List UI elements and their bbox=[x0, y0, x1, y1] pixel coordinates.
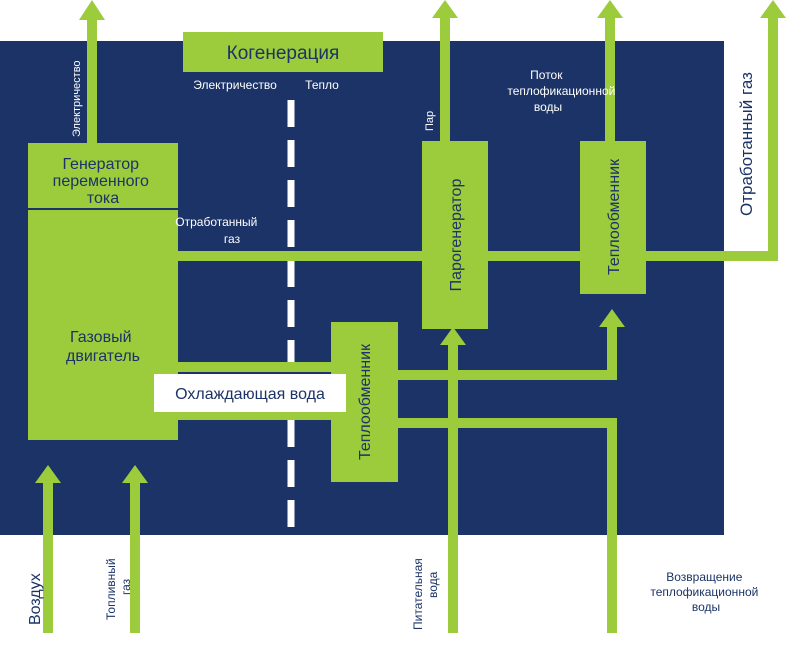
cooling-water-label: Охлаждающая вода bbox=[175, 386, 325, 403]
heat-exchanger-top-label: Теплообменник bbox=[606, 158, 623, 275]
generator-label-line-2: переменного bbox=[53, 173, 149, 190]
return-water-v bbox=[607, 418, 617, 633]
electricity-arrow bbox=[79, 0, 105, 20]
electricity-side-label: Электричество bbox=[193, 78, 277, 92]
district-water-flow-label: Поток теплофикационной воды bbox=[507, 68, 618, 114]
cogeneration-box bbox=[183, 32, 383, 72]
district-water-flow-line-1: Поток bbox=[530, 68, 563, 82]
fuel-gas-label-line-1: Топливный bbox=[104, 558, 118, 620]
steam-pipe bbox=[440, 18, 450, 143]
exhaust-gas-out-label: Отработанный газ bbox=[737, 72, 756, 216]
generator-label-line-1: Генератор bbox=[62, 156, 139, 173]
air-arrow bbox=[35, 465, 61, 483]
generator-block bbox=[28, 143, 178, 208]
heat-exchanger-top-block bbox=[580, 141, 646, 294]
fuel-gas-pipe bbox=[130, 483, 140, 633]
cooling-loop-upper-v bbox=[607, 327, 617, 380]
fuel-gas-label-line-2: газ bbox=[119, 578, 133, 595]
return-water-line-1: Возвращение bbox=[666, 570, 743, 584]
heat-exchanger-bottom-label: Теплообменник bbox=[357, 343, 374, 460]
return-water-line-3: воды bbox=[692, 600, 720, 614]
engine-label-line-1: Газовый bbox=[70, 329, 131, 346]
feed-water-arrow bbox=[440, 327, 466, 345]
exhaust-gas-label-line-1: Отработанный bbox=[175, 215, 257, 229]
engine-block bbox=[28, 210, 178, 440]
district-water-flow-line-3: воды bbox=[534, 100, 562, 114]
steam-generator-label: Парогенератор bbox=[448, 179, 465, 292]
exhaust-gas-label: Отработанный газ bbox=[175, 215, 260, 246]
fuel-gas-label: Топливный газ bbox=[104, 555, 133, 620]
exhaust-out-arrow bbox=[760, 0, 786, 18]
feed-water-label-line-2: вода bbox=[426, 571, 440, 598]
fuel-gas-arrow bbox=[122, 465, 148, 483]
steam-label: Пар bbox=[424, 111, 436, 131]
engine-label-line-2: двигатель bbox=[66, 348, 140, 365]
district-water-pipe bbox=[605, 18, 615, 143]
feed-water-pipe bbox=[448, 345, 458, 633]
feed-water-label-line-1: Питательная bbox=[411, 558, 425, 630]
cooling-loop-arrow bbox=[599, 309, 625, 327]
electricity-out-label: Электричество bbox=[71, 60, 83, 137]
air-label: Воздух bbox=[27, 573, 44, 625]
air-pipe bbox=[43, 483, 53, 633]
engine-label: Газовый двигатель bbox=[66, 329, 140, 365]
exhaust-pipe-out bbox=[768, 18, 778, 261]
cogeneration-title: Когенерация bbox=[227, 43, 340, 64]
exhaust-gas-label-line-2: газ bbox=[224, 232, 241, 246]
heat-side-label: Тепло bbox=[305, 78, 339, 92]
return-water-h bbox=[398, 418, 617, 428]
generator-label: Генератор переменного тока bbox=[53, 156, 154, 207]
generator-label-line-3: тока bbox=[87, 190, 119, 207]
cooling-loop-upper-h bbox=[398, 370, 617, 380]
district-water-flow-line-2: теплофикационной bbox=[507, 84, 615, 98]
feed-water-label: Питательная вода bbox=[411, 555, 440, 630]
return-water-label: Возвращение теплофикационной воды bbox=[650, 570, 761, 614]
electricity-pipe bbox=[87, 20, 97, 145]
return-water-line-2: теплофикационной bbox=[650, 585, 758, 599]
steam-arrow bbox=[432, 0, 458, 18]
engine-cooling-lower bbox=[178, 410, 333, 420]
engine-cooling-upper bbox=[178, 362, 333, 372]
cooling-water-box bbox=[154, 374, 346, 412]
steam-generator-block bbox=[422, 141, 488, 329]
district-water-arrow bbox=[597, 0, 623, 18]
